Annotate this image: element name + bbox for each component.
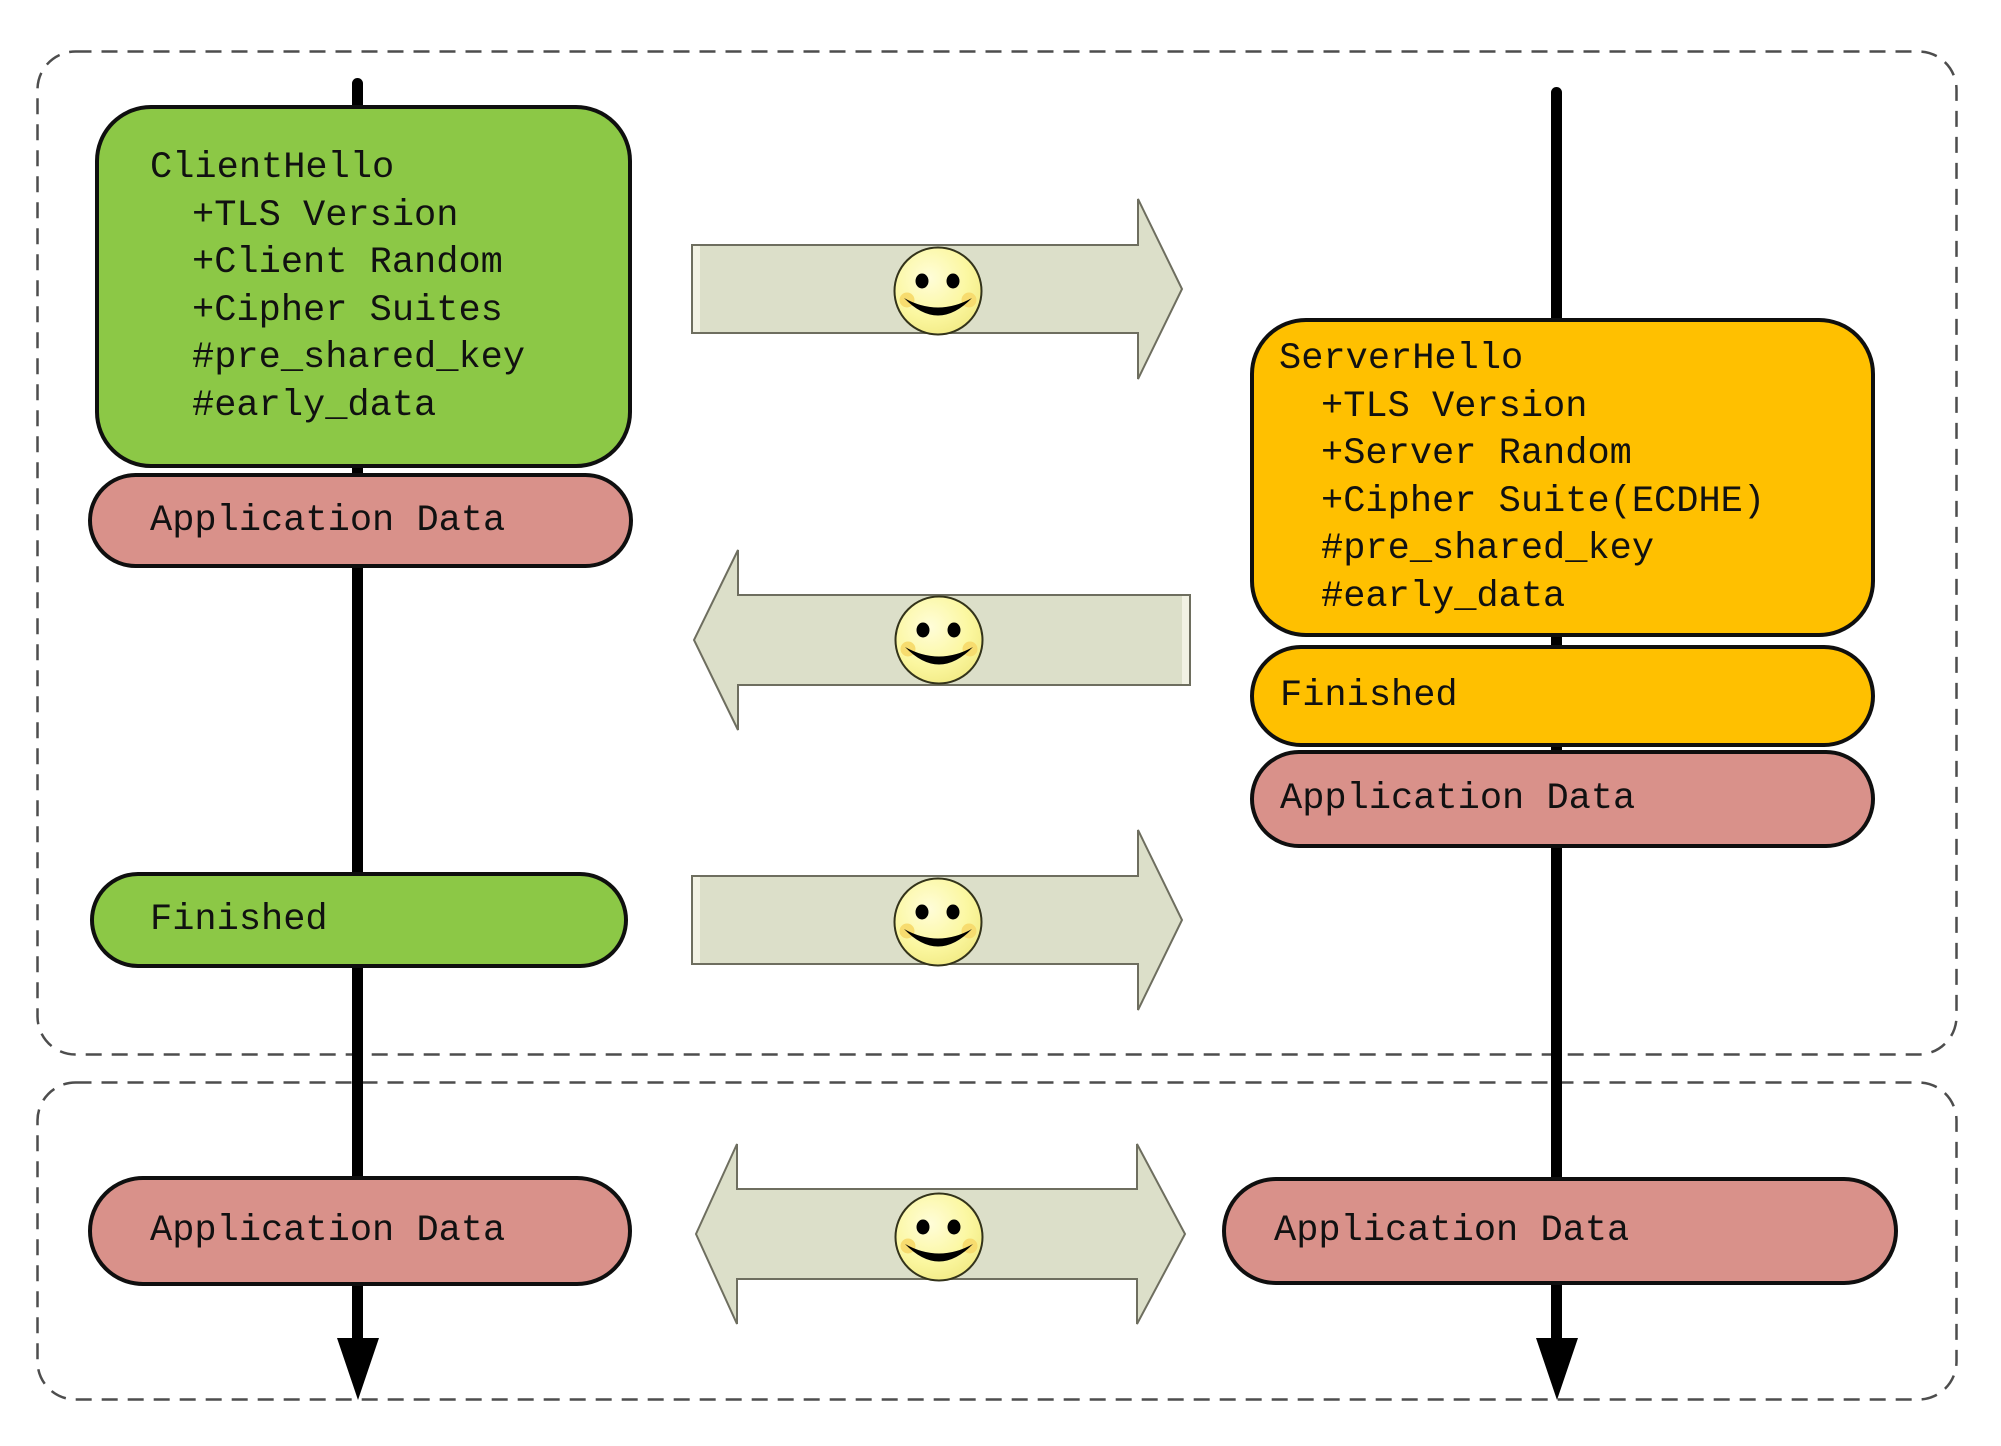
server-finished-box: Finished: [1250, 645, 1875, 747]
handshake-phase-region: [36, 50, 1958, 1056]
server-application-data-box-bottom: Application Data: [1222, 1177, 1898, 1285]
box-item: #early_data: [192, 384, 437, 427]
box-title: ServerHello: [1279, 338, 1524, 380]
application-phase-region: [36, 1081, 1958, 1401]
box-item: #pre_shared_key: [192, 337, 526, 379]
box-label: Finished: [1280, 675, 1458, 717]
box-item: +TLS Version: [192, 194, 459, 237]
box-item: #pre_shared_key: [1321, 528, 1655, 570]
box-label: Application Data: [1280, 778, 1636, 820]
client-application-data-box-bottom: Application Data: [88, 1176, 632, 1286]
smiley-icon: [893, 246, 983, 336]
client-application-data-box: Application Data: [88, 473, 633, 568]
box-label: Application Data: [150, 499, 506, 542]
box-item: +Client Random: [192, 242, 503, 284]
client-timeline-arrowhead-icon: [337, 1338, 379, 1400]
box-title: ClientHello: [150, 147, 395, 189]
server-timeline-arrowhead-icon: [1536, 1338, 1578, 1400]
smiley-icon: [894, 595, 984, 685]
client-timeline: [352, 78, 363, 1340]
client-hello-box: ClientHello +TLS Version +Client Random …: [95, 105, 632, 468]
box-item: #early_data: [1321, 575, 1566, 618]
client-finished-box: Finished: [90, 872, 628, 968]
box-item: +Cipher Suites: [192, 289, 503, 332]
box-item: +Server Random: [1321, 433, 1632, 475]
box-item: +Cipher Suite(ECDHE): [1321, 480, 1766, 523]
box-label: Finished: [150, 899, 328, 941]
box-item: +TLS Version: [1321, 385, 1588, 428]
smiley-icon: [893, 877, 983, 967]
server-hello-box: ServerHello +TLS Version +Server Random …: [1250, 318, 1875, 637]
server-application-data-box: Application Data: [1250, 750, 1875, 848]
smiley-icon: [894, 1192, 984, 1282]
box-label: Application Data: [150, 1210, 506, 1252]
box-label: Application Data: [1274, 1210, 1630, 1252]
